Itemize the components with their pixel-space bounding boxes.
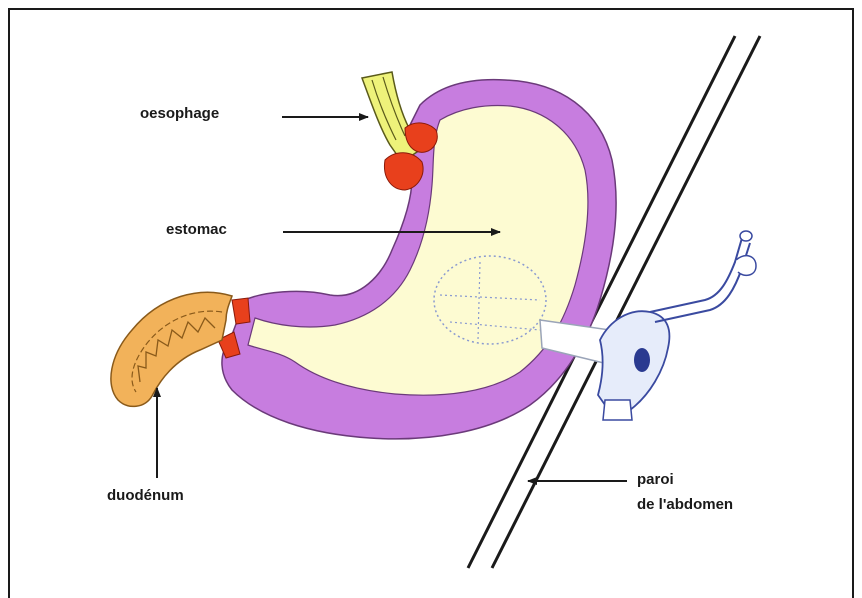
label-estomac: estomac [166, 220, 227, 240]
label-duodenum: duodénum [107, 486, 184, 506]
label-oesophage: oesophage [140, 104, 219, 124]
label-paroi-line1: paroi [637, 470, 674, 490]
oesophagus [362, 72, 420, 162]
duodenum [111, 292, 232, 406]
label-paroi-line2: de l'abdomen [637, 495, 733, 515]
